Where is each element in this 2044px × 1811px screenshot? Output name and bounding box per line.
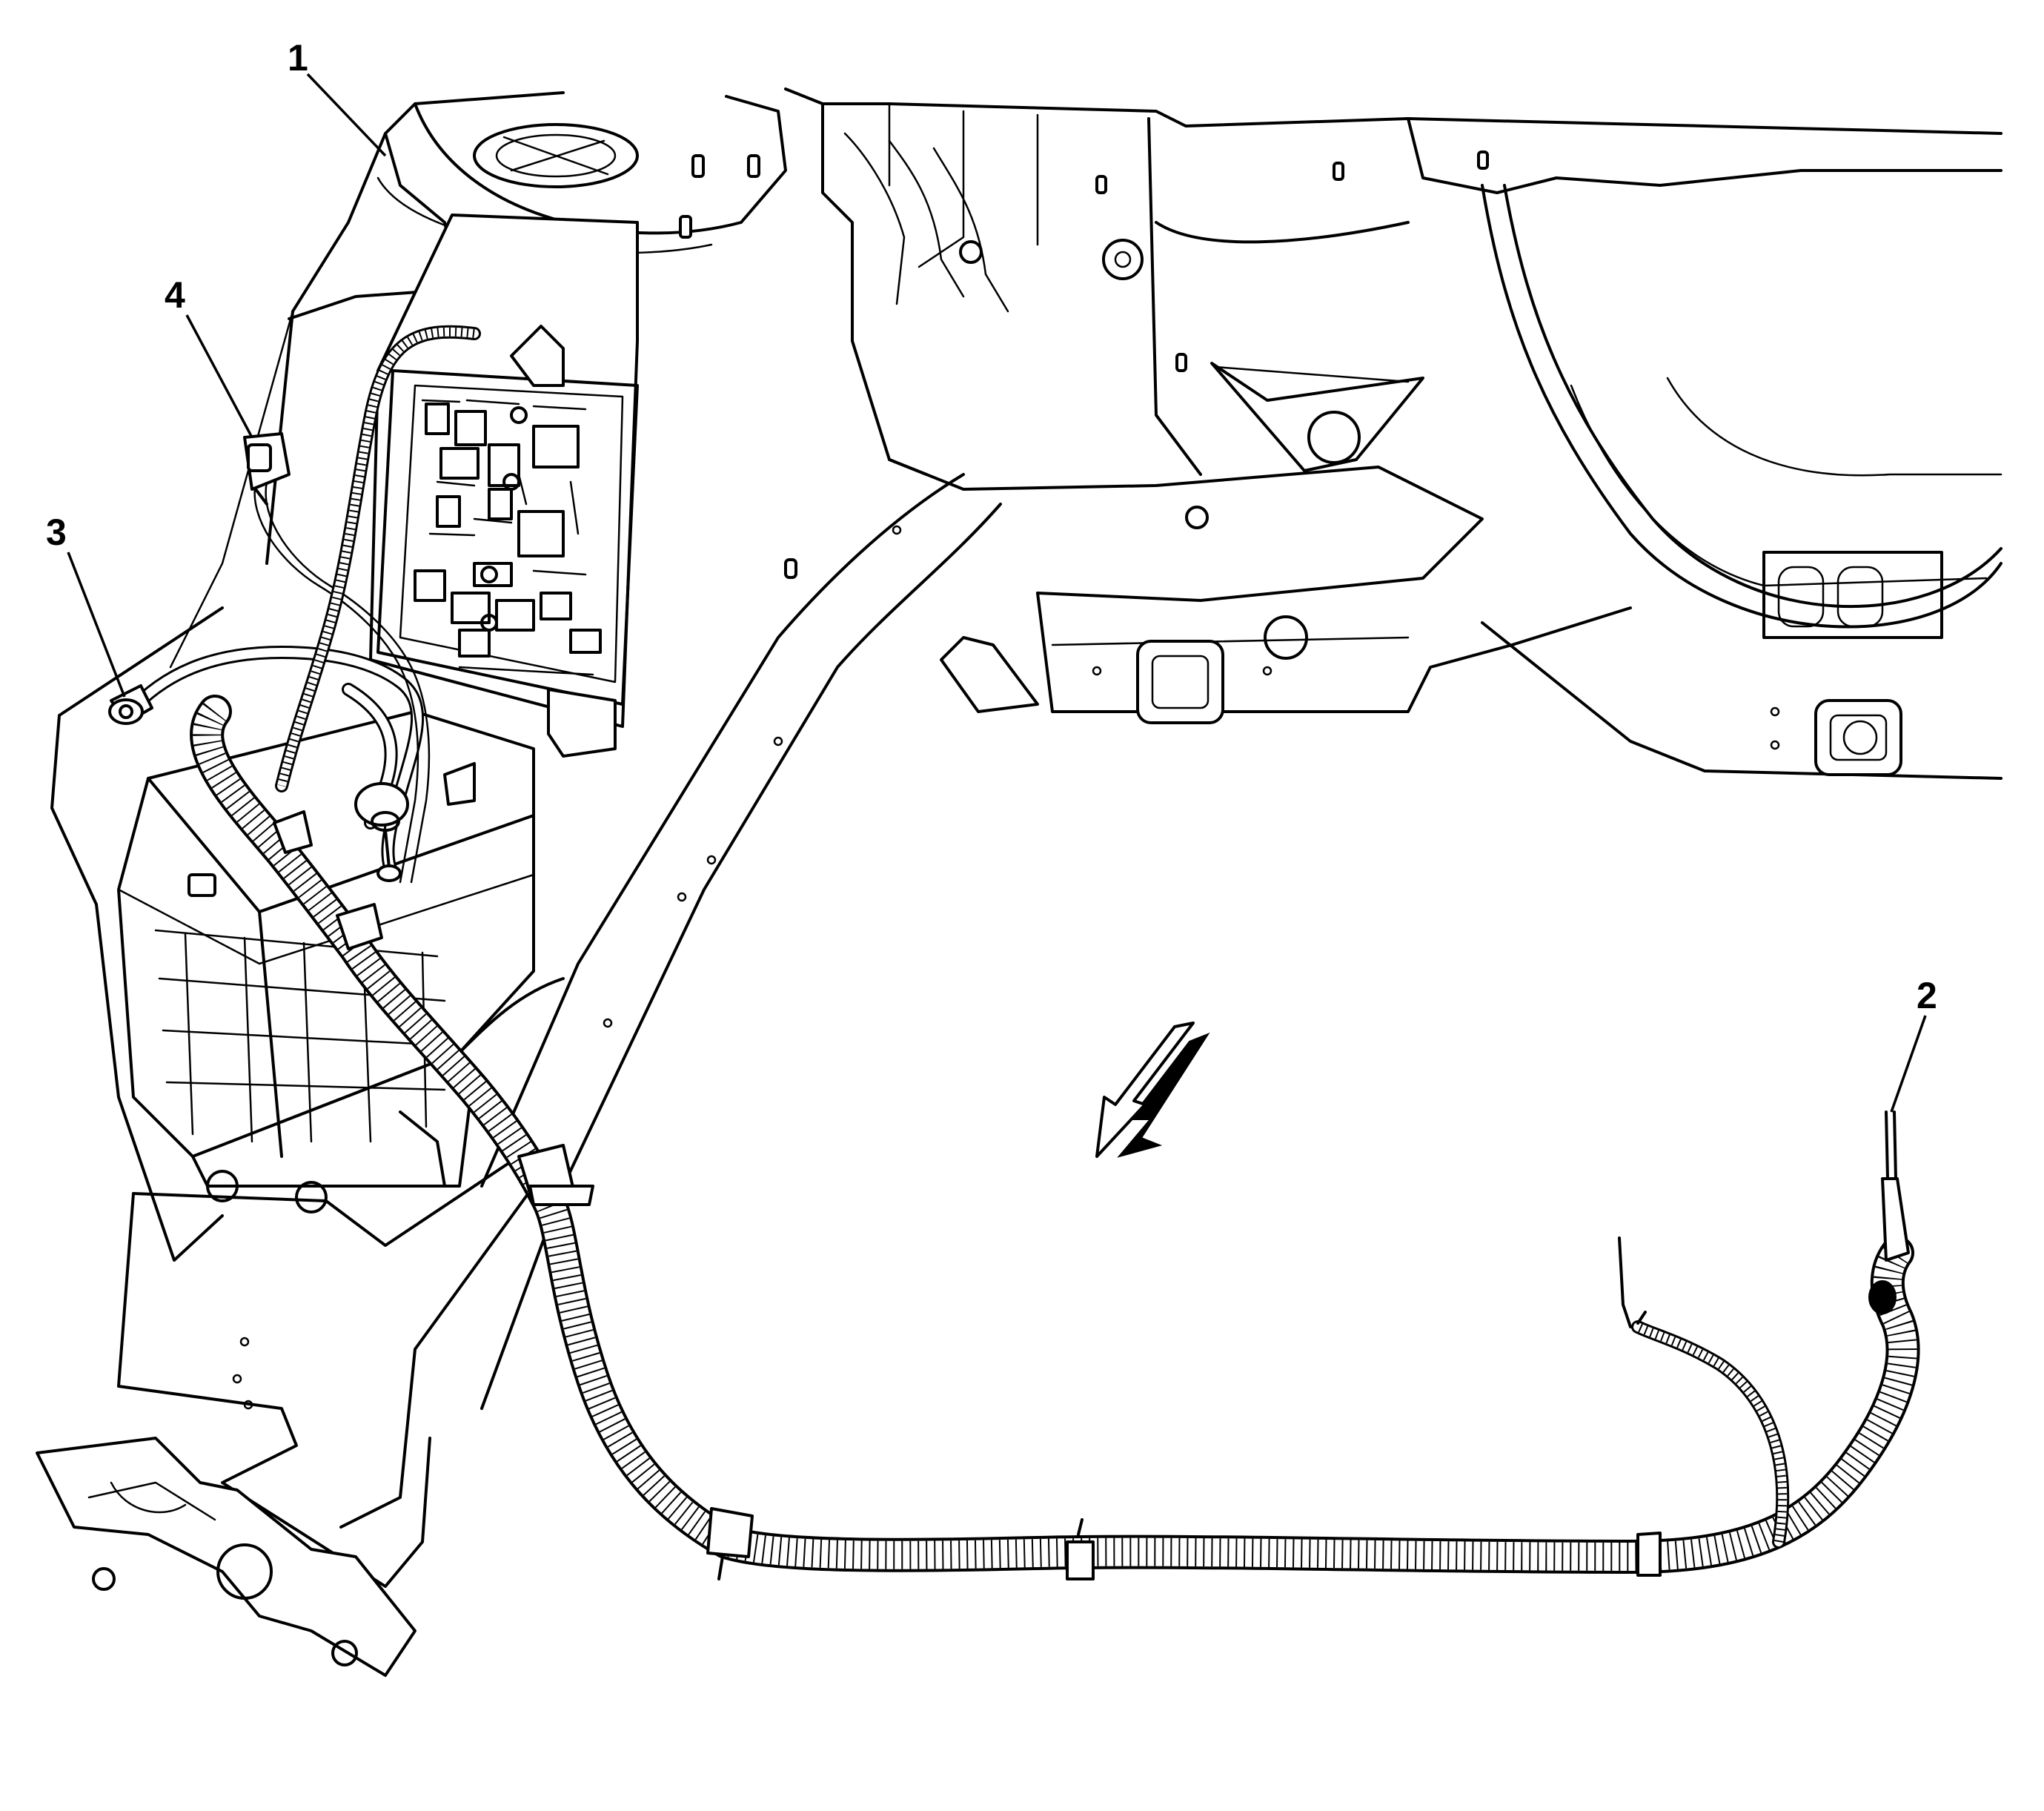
cable-clips xyxy=(273,810,1662,1580)
callout-1: 1 xyxy=(288,37,387,157)
callout-2: 2 xyxy=(1890,975,1937,1113)
battery-positive-terminal xyxy=(354,762,476,882)
svg-text:2: 2 xyxy=(1917,975,1937,1016)
svg-text:1: 1 xyxy=(288,37,308,79)
battery-grid-vents xyxy=(154,929,446,1143)
underhood-fuse-block xyxy=(369,213,639,758)
positive-cable-end-terminal xyxy=(1868,1110,1910,1314)
ground-wire-to-connector xyxy=(243,432,431,884)
fuse-block-harness xyxy=(275,325,481,830)
front-direction-arrow xyxy=(1095,1022,1210,1158)
svg-text:3: 3 xyxy=(46,511,67,553)
vehicle-body-structure xyxy=(36,87,2002,1677)
fuse-block-fuses xyxy=(421,399,594,676)
callout-4: 4 xyxy=(165,274,253,438)
svg-text:4: 4 xyxy=(165,274,185,316)
callout-3: 3 xyxy=(46,511,126,698)
